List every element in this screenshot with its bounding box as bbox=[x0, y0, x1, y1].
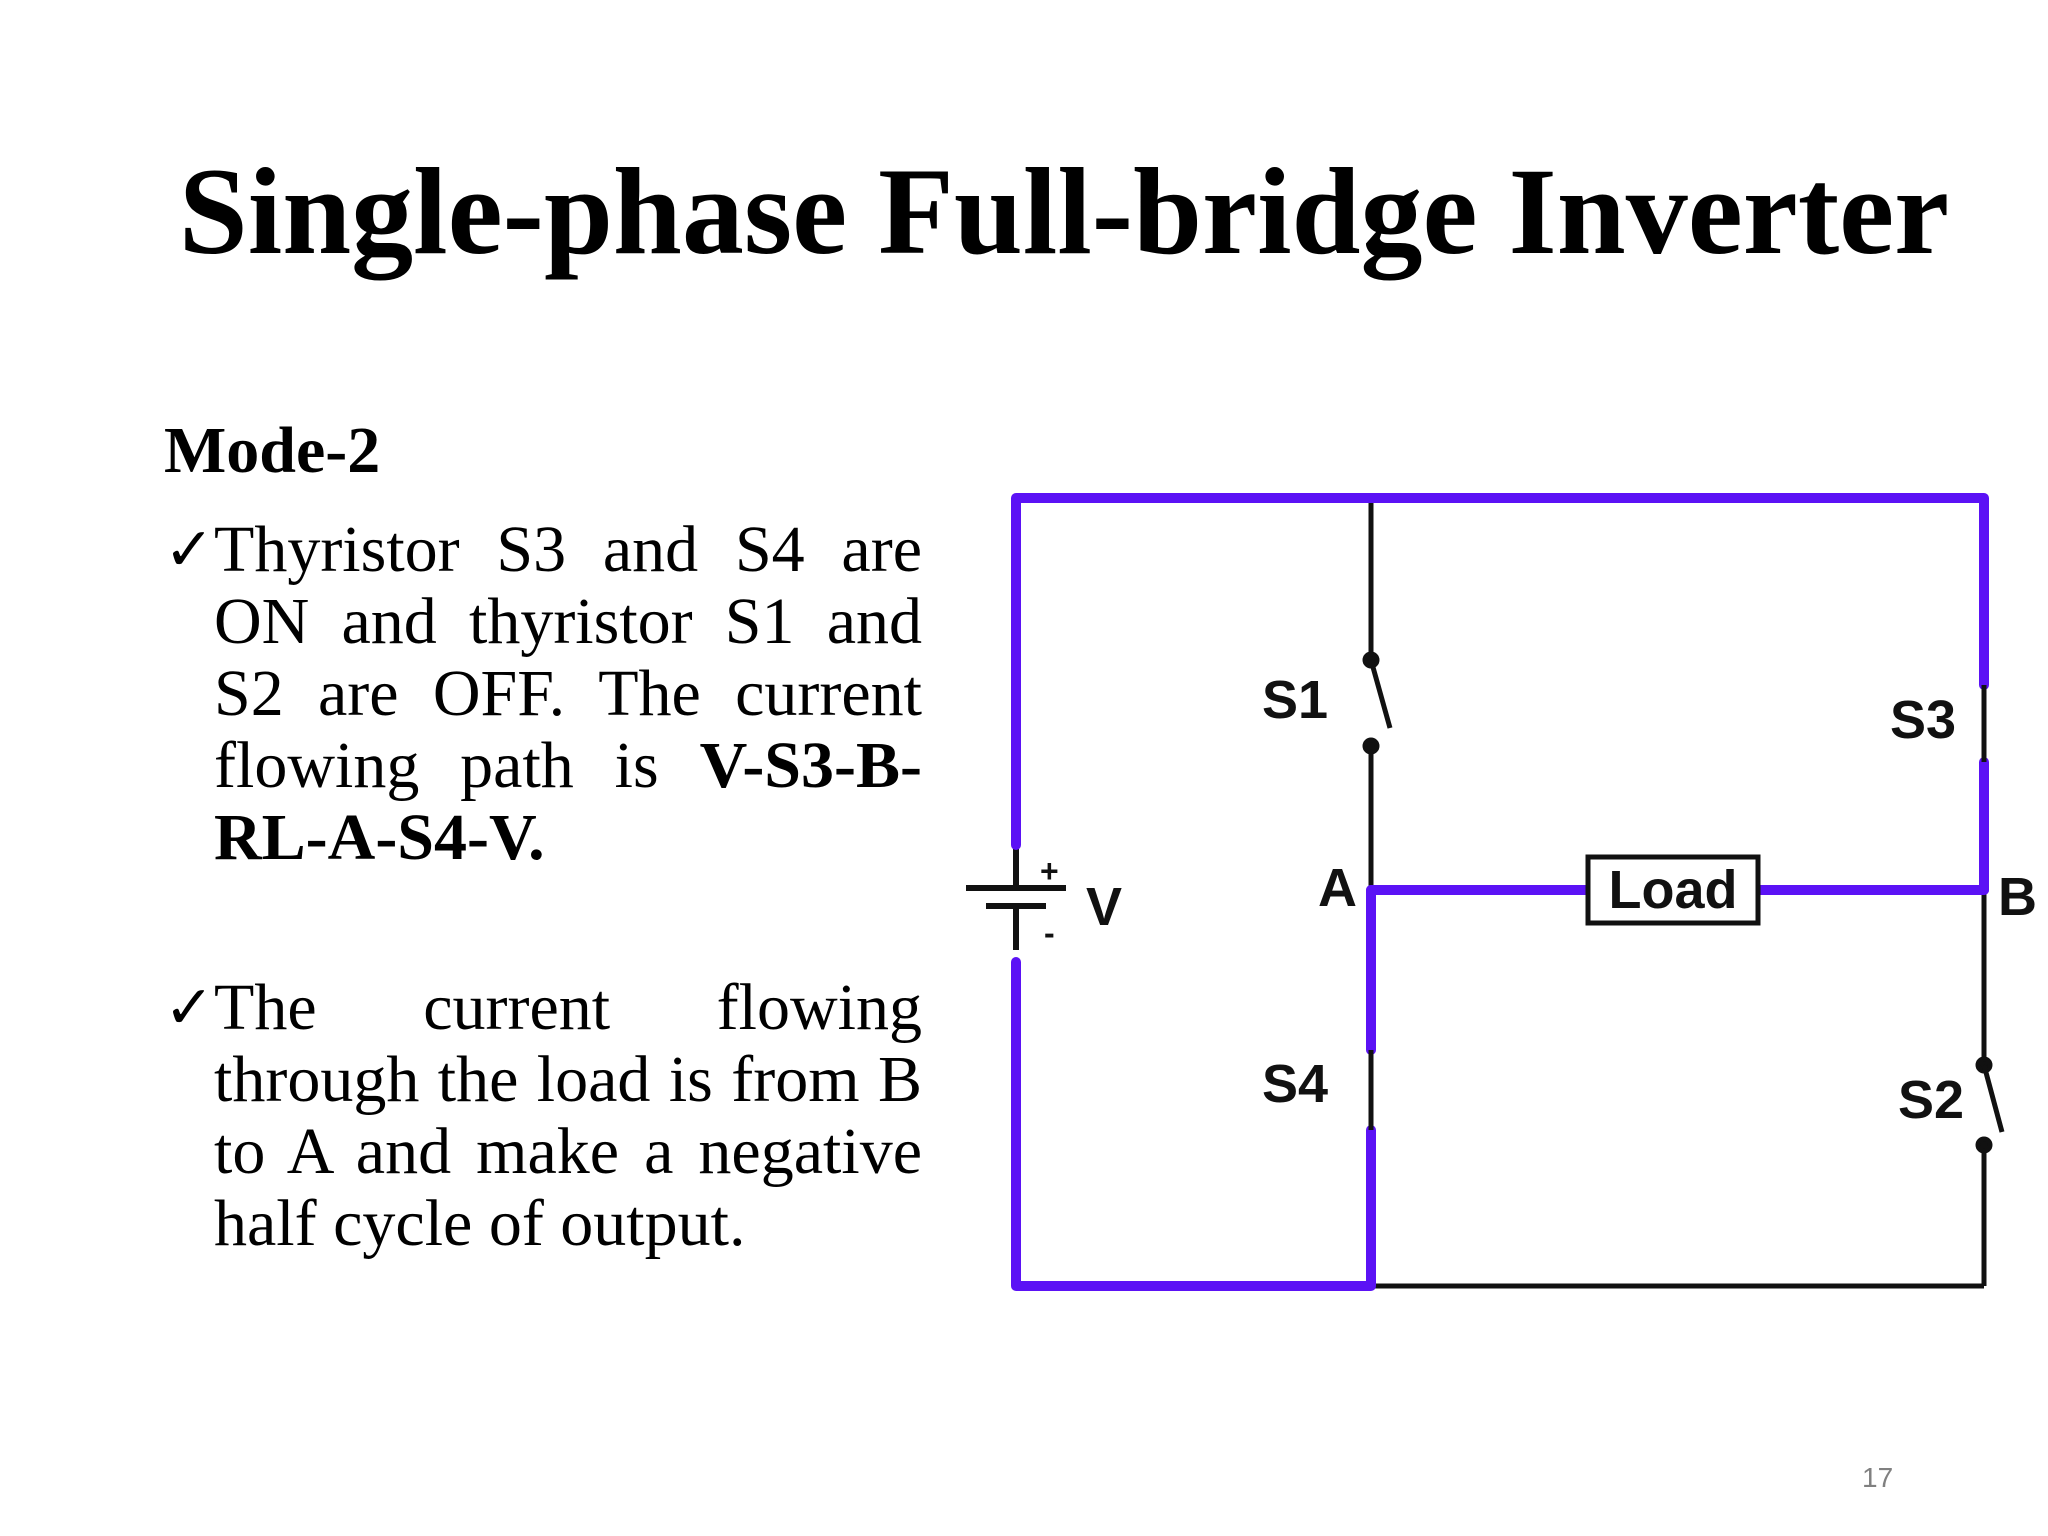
mode-heading: Mode-2 bbox=[164, 414, 381, 487]
battery-icon bbox=[966, 845, 1066, 950]
node-label-a: A bbox=[1318, 858, 1357, 918]
bullet-item: ✓ The current flowing through the load i… bbox=[164, 972, 922, 1260]
switch-label-s4: S4 bbox=[1262, 1054, 1328, 1114]
switch-label-s3: S3 bbox=[1890, 690, 1956, 750]
source-label: V bbox=[1086, 877, 1122, 937]
page-number: 17 bbox=[1862, 1462, 1894, 1493]
load-label: Load bbox=[1609, 860, 1738, 920]
bullet-text: The current flowing through the load is … bbox=[214, 971, 922, 1260]
bullet-text: Thyristor S3 and S4 are ON and thyristor… bbox=[214, 513, 922, 802]
minus-sign: - bbox=[1044, 915, 1055, 951]
bullet-item: ✓ Thyristor S3 and S4 are ON and thyrist… bbox=[164, 514, 922, 874]
inactive-wires bbox=[1368, 502, 1987, 1289]
s1-switch-blade bbox=[1368, 659, 1393, 729]
slide-title: Single-phase Full-bridge Inverter bbox=[178, 143, 1950, 280]
s1-terminal-icon bbox=[1362, 737, 1380, 755]
s2-terminal-icon bbox=[1975, 1136, 1993, 1154]
check-icon: ✓ bbox=[164, 515, 215, 585]
check-icon: ✓ bbox=[164, 973, 215, 1043]
plus-sign: + bbox=[1040, 853, 1059, 889]
node-label-b: B bbox=[1998, 867, 2037, 927]
s2-switch-blade bbox=[1981, 1064, 2005, 1133]
active-current-path bbox=[1011, 493, 1989, 1291]
switch-label-s1: S1 bbox=[1262, 670, 1328, 730]
current-path-text: V-S3-B-RL-A-S4-V. bbox=[214, 729, 922, 874]
inverter-circuit-diagram: Load V S1 S3 S4 S2 A B + - bbox=[966, 493, 2037, 1291]
load-resistor bbox=[1585, 854, 1761, 926]
switch-label-s2: S2 bbox=[1898, 1070, 1964, 1130]
